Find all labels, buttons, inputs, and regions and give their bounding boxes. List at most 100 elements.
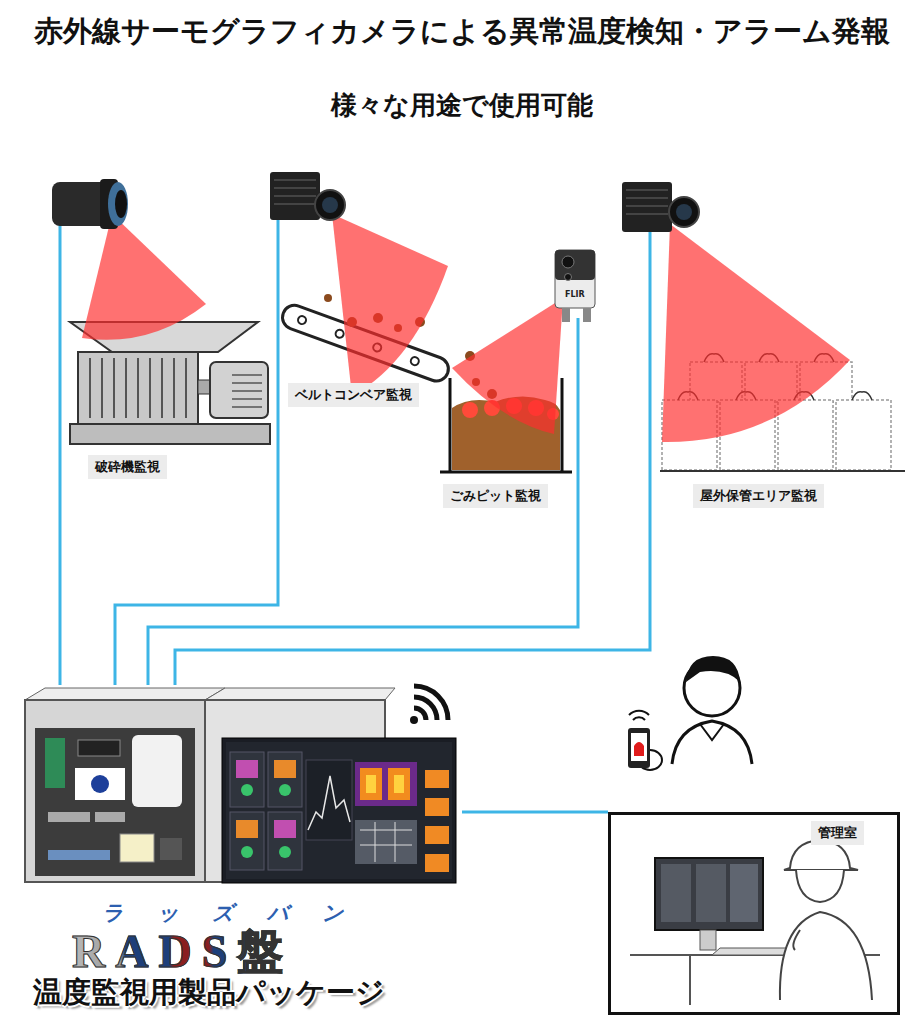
control-cabinet xyxy=(45,738,65,788)
operator-with-phone xyxy=(629,711,649,715)
thermal-camera xyxy=(270,172,345,220)
monitor-screen xyxy=(274,760,296,778)
diagram-title: 赤外線サーモグラフィカメラによる異常温度検知・アラーム発報 xyxy=(0,12,924,52)
control-cabinet xyxy=(120,834,154,862)
monitor-screen xyxy=(355,762,417,806)
monitoring-scene: 屋外保管エリア監視 xyxy=(615,175,895,513)
thermal-camera xyxy=(676,204,692,220)
crusher-machine xyxy=(89,358,91,418)
control-cabinet xyxy=(91,775,109,793)
thermal-camera xyxy=(583,308,591,322)
crusher-machine xyxy=(198,380,210,394)
product-logo: RADS盤 xyxy=(72,921,293,983)
thermal-camera xyxy=(115,190,127,218)
monitor-screen xyxy=(236,760,258,778)
operator-with-phone xyxy=(628,656,752,770)
monitor-screen xyxy=(360,830,412,831)
signal-wire xyxy=(277,215,280,411)
control-cabinet xyxy=(48,850,110,860)
monitor-screen xyxy=(394,775,404,793)
thermal-camera xyxy=(274,203,316,205)
thermal-camera xyxy=(622,182,699,232)
thermal-camera xyxy=(565,274,572,281)
thermal-camera xyxy=(555,250,595,280)
control-cabinet xyxy=(25,688,225,700)
thermal-camera xyxy=(274,180,316,204)
signal-cable xyxy=(115,411,278,685)
bulk-bags xyxy=(660,470,905,472)
monitor-screen xyxy=(375,822,376,862)
signal-cable xyxy=(148,513,578,685)
monitor-screen xyxy=(355,820,417,864)
operator-at-desk xyxy=(793,930,800,950)
wifi-symbol xyxy=(410,686,448,724)
operator-at-desk xyxy=(630,840,880,1005)
thermal-camera xyxy=(322,197,338,213)
monitor-screen xyxy=(425,770,449,788)
operator-with-phone xyxy=(700,724,724,740)
control-cabinet xyxy=(205,688,395,700)
area-label: ベルトコンベア監視 xyxy=(288,383,419,407)
monitor-screen xyxy=(425,854,449,872)
monitor-screen xyxy=(268,752,302,807)
monitor-screen xyxy=(230,752,264,807)
monitor-screen xyxy=(230,812,264,870)
garbage-pit xyxy=(449,378,452,472)
thermal-camera xyxy=(626,213,668,215)
signal-cable xyxy=(462,811,608,814)
control-cabinet xyxy=(75,768,125,800)
crusher-machine xyxy=(113,358,115,418)
monitor-screen xyxy=(279,784,291,796)
thermal-camera xyxy=(555,250,595,322)
belt-conveyor xyxy=(335,329,345,339)
bulk-bags xyxy=(852,392,872,400)
thermal-camera xyxy=(52,179,128,229)
wifi-symbol xyxy=(414,686,448,720)
crusher-machine xyxy=(125,358,127,418)
monitor-screen xyxy=(222,738,456,883)
operator-at-desk xyxy=(696,864,726,922)
operator-with-phone xyxy=(629,711,649,720)
control-cabinet xyxy=(48,812,90,822)
product-name: 温度監視用製品パッケージ xyxy=(33,973,385,1013)
operator-with-phone xyxy=(628,728,650,768)
monitor-screen xyxy=(360,768,382,800)
thermal-camera xyxy=(626,205,668,207)
thermal-camera xyxy=(270,172,320,220)
monitor-screen xyxy=(226,742,452,879)
monitor-screen xyxy=(268,812,302,870)
monitor-screen xyxy=(241,784,253,796)
garbage-pit xyxy=(440,471,572,474)
crusher-machine xyxy=(137,358,139,418)
crusher-machine xyxy=(161,358,163,418)
thermal-camera xyxy=(622,182,672,232)
control-cabinet xyxy=(78,740,120,756)
crusher-machine xyxy=(149,358,151,418)
wifi-symbol xyxy=(414,697,437,720)
thermal-camera xyxy=(315,190,345,220)
operator-at-desk xyxy=(661,864,691,922)
monitor-screen xyxy=(241,846,253,858)
thermal-camera xyxy=(626,189,668,191)
monitor-screen xyxy=(360,845,412,846)
crusher-machine xyxy=(185,358,187,418)
belt-conveyor xyxy=(410,356,420,366)
control-cabinet xyxy=(95,812,125,822)
crusher-machine xyxy=(232,398,262,400)
area-label: ごみピット監視 xyxy=(443,484,548,508)
area-label: 管理室 xyxy=(811,821,864,845)
belt-conveyor xyxy=(297,315,307,325)
crusher-machine xyxy=(70,322,270,444)
thermal-camera xyxy=(562,256,574,268)
thermal-camera xyxy=(274,195,316,197)
crusher-machine xyxy=(232,390,262,392)
monitor-screen xyxy=(366,775,376,793)
thermal-camera xyxy=(274,187,316,189)
thermal-camera xyxy=(274,179,316,181)
control-cabinet xyxy=(35,728,195,876)
operator-with-phone xyxy=(686,656,740,682)
operator-at-desk xyxy=(689,955,691,1005)
infrared-cone xyxy=(82,214,206,340)
operator-at-desk xyxy=(655,858,763,930)
